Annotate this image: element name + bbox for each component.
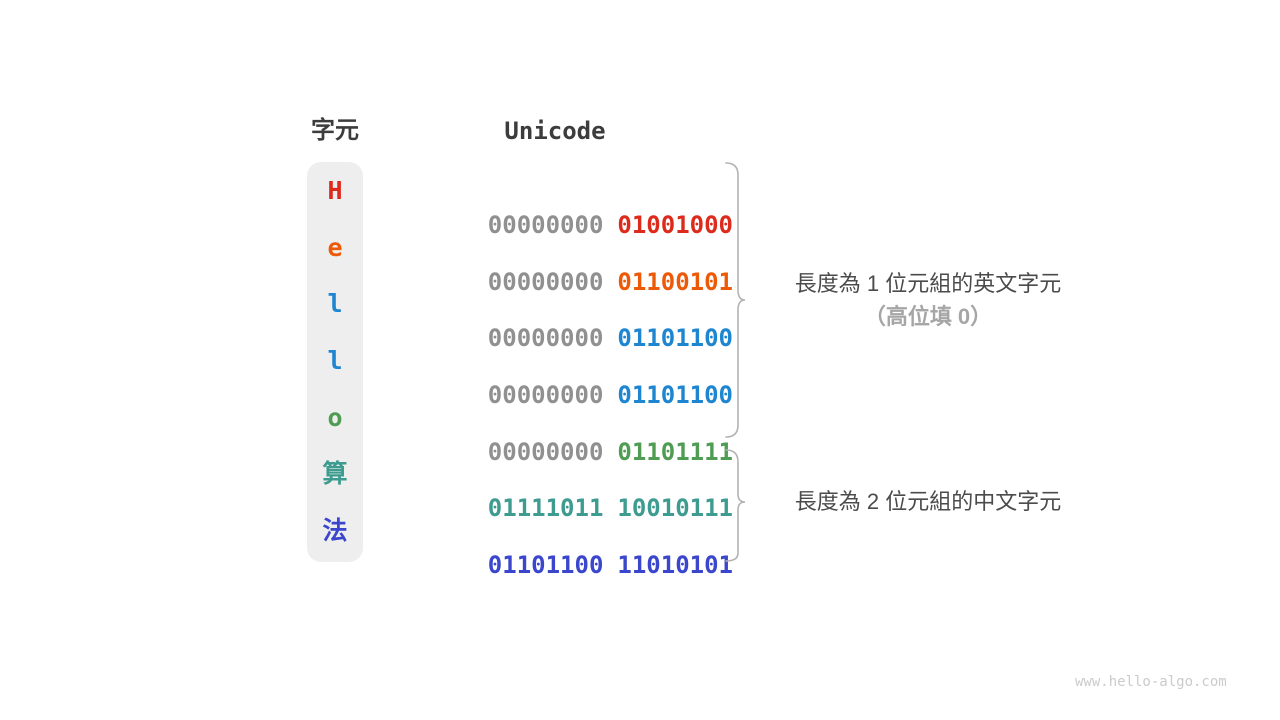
annotation-english-group: 長度為 1 位元組的英文字元 （高位填 0） bbox=[756, 267, 1100, 333]
byte-low: 01101111 bbox=[617, 438, 733, 466]
byte-low: 01100101 bbox=[617, 268, 733, 296]
binary-row: 00000000 01101100 bbox=[430, 344, 733, 446]
char-cell: l bbox=[327, 346, 343, 375]
byte-high: 00000000 bbox=[487, 211, 604, 239]
byte-high: 00000000 bbox=[487, 268, 604, 296]
byte-low: 01101100 bbox=[617, 324, 733, 352]
group-braces bbox=[725, 162, 746, 562]
char-cell: 法 bbox=[322, 516, 348, 545]
binary-row: 01111011 10010111 bbox=[430, 457, 733, 559]
watermark: www.hello-algo.com bbox=[1075, 674, 1227, 690]
byte-low: 01101100 bbox=[617, 381, 733, 409]
binary-row: 00000000 01001000 bbox=[430, 174, 733, 276]
annotation-chinese-line1: 長度為 2 位元組的中文字元 bbox=[794, 489, 1062, 514]
binary-row: 00000000 01100101 bbox=[430, 231, 733, 333]
char-cell: e bbox=[327, 233, 343, 262]
annotation-chinese-group: 長度為 2 位元組的中文字元 bbox=[756, 485, 1100, 518]
char-cell: l bbox=[327, 289, 343, 318]
binary-row: 00000000 01101111 bbox=[430, 401, 733, 503]
binary-row: 00000000 01101100 bbox=[430, 287, 733, 389]
byte-high: 01101100 bbox=[487, 551, 604, 579]
byte-low: 11010101 bbox=[617, 551, 733, 579]
char-cell: H bbox=[327, 176, 343, 205]
byte-high: 01111011 bbox=[487, 494, 604, 522]
byte-high: 00000000 bbox=[487, 324, 604, 352]
byte-high: 00000000 bbox=[487, 438, 604, 466]
byte-high: 00000000 bbox=[487, 381, 604, 409]
char-column-background bbox=[307, 162, 363, 562]
char-cell: 算 bbox=[322, 459, 348, 488]
brace-chinese-group bbox=[725, 449, 746, 562]
byte-low: 10010111 bbox=[617, 494, 733, 522]
char-column-header: 字元 bbox=[311, 117, 359, 144]
unicode-column-header: Unicode bbox=[504, 117, 606, 145]
annotation-english-line1: 長度為 1 位元組的英文字元 bbox=[794, 271, 1062, 296]
annotation-english-line2: （高位填 0） bbox=[863, 304, 993, 329]
binary-row: 01101100 11010101 bbox=[430, 514, 733, 616]
brace-english-group bbox=[725, 162, 746, 438]
char-cell: o bbox=[327, 403, 343, 432]
byte-low: 01001000 bbox=[617, 211, 733, 239]
